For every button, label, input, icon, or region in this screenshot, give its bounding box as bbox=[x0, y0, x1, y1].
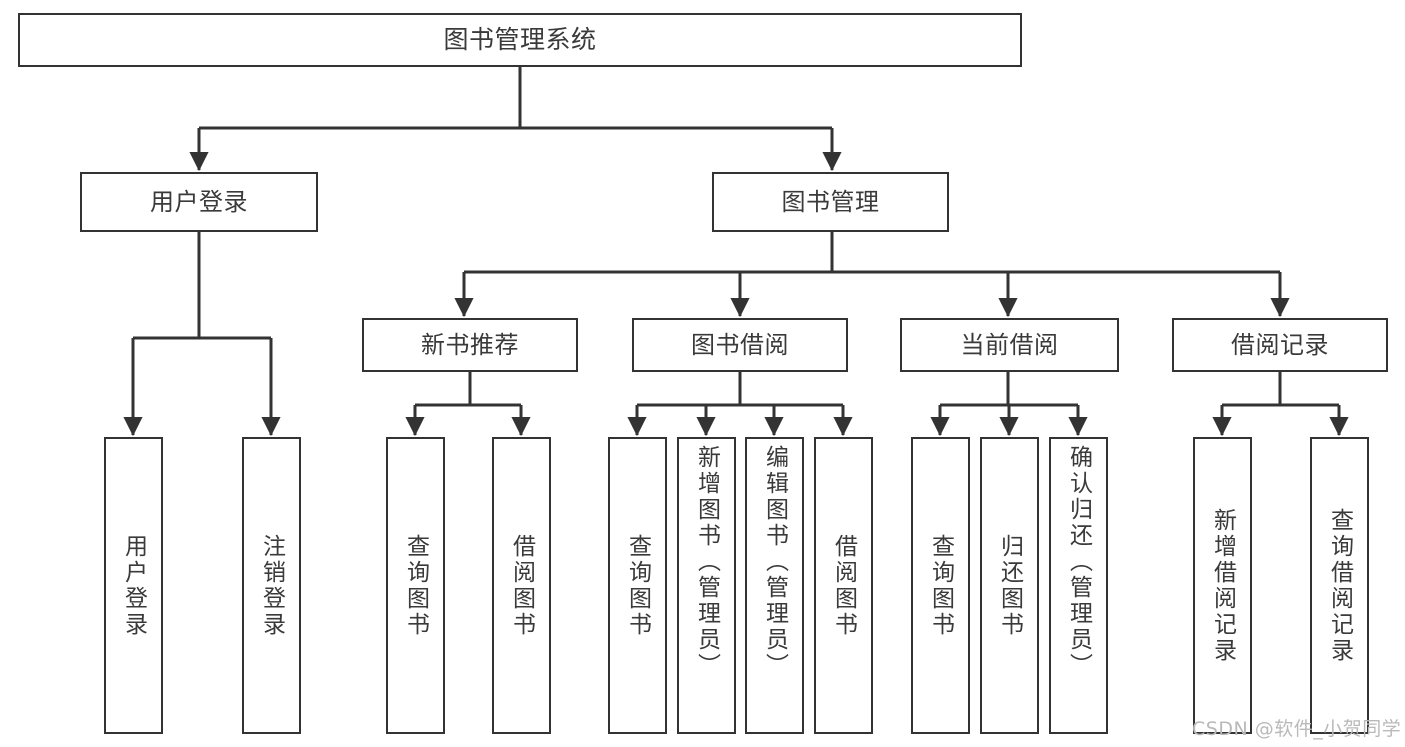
node-leaf-edit-book-label: 编辑图书（管理员） bbox=[761, 445, 788, 679]
node-leaf-query-book-1[interactable]: 查询图书 bbox=[386, 437, 445, 734]
node-leaf-query-record-label: 查询借阅记录 bbox=[1326, 507, 1353, 664]
node-user-login[interactable]: 用户登录 bbox=[80, 172, 318, 232]
node-leaf-add-book[interactable]: 新增图书（管理员） bbox=[677, 437, 736, 734]
edge-group-root bbox=[189, 67, 842, 172]
node-leaf-borrow-book-1-label: 借阅图书 bbox=[508, 533, 535, 638]
node-leaf-borrow-book-2[interactable]: 借阅图书 bbox=[814, 437, 873, 734]
node-current-borrow-label: 当前借阅 bbox=[960, 330, 1059, 359]
node-book-borrow[interactable]: 图书借阅 bbox=[632, 318, 848, 372]
node-new-book-rec[interactable]: 新书推荐 bbox=[362, 318, 578, 372]
node-leaf-logout-label: 注销登录 bbox=[258, 533, 285, 638]
node-borrow-record[interactable]: 借阅记录 bbox=[1172, 318, 1388, 372]
node-leaf-query-book-1-label: 查询图书 bbox=[402, 533, 429, 638]
node-leaf-confirm-return-label: 确认归还（管理员） bbox=[1065, 445, 1092, 679]
node-leaf-query-book-2-label: 查询图书 bbox=[624, 533, 651, 638]
node-book-manage[interactable]: 图书管理 bbox=[712, 172, 949, 232]
node-leaf-query-book-2[interactable]: 查询图书 bbox=[608, 437, 667, 734]
node-leaf-add-book-label: 新增图书（管理员） bbox=[693, 445, 720, 679]
node-leaf-confirm-return[interactable]: 确认归还（管理员） bbox=[1049, 437, 1108, 734]
node-user-login-label: 用户登录 bbox=[150, 187, 248, 216]
edge-group-user-login bbox=[123, 232, 281, 437]
node-borrow-record-label: 借阅记录 bbox=[1231, 330, 1329, 359]
node-leaf-query-book-3[interactable]: 查询图书 bbox=[911, 437, 970, 734]
node-current-borrow[interactable]: 当前借阅 bbox=[900, 318, 1119, 372]
node-leaf-borrow-book-1[interactable]: 借阅图书 bbox=[492, 437, 551, 734]
edge-group-new-book-rec bbox=[405, 372, 531, 437]
node-leaf-borrow-book-2-label: 借阅图书 bbox=[830, 533, 857, 638]
node-book-manage-label: 图书管理 bbox=[781, 187, 880, 216]
node-leaf-query-record[interactable]: 查询借阅记录 bbox=[1310, 437, 1369, 734]
node-leaf-add-record-label: 新增借阅记录 bbox=[1209, 507, 1236, 664]
node-book-borrow-label: 图书借阅 bbox=[691, 330, 789, 359]
node-leaf-add-record[interactable]: 新增借阅记录 bbox=[1193, 437, 1252, 734]
csdn-watermark: CSDN @软件_小贺同学 bbox=[1192, 718, 1402, 740]
node-leaf-return-book[interactable]: 归还图书 bbox=[980, 437, 1039, 734]
node-root[interactable]: 图书管理系统 bbox=[18, 13, 1022, 67]
node-leaf-user-login-label: 用户登录 bbox=[120, 533, 147, 638]
edge-group-book-borrow bbox=[627, 372, 853, 437]
node-leaf-logout[interactable]: 注销登录 bbox=[242, 437, 301, 734]
node-leaf-user-login[interactable]: 用户登录 bbox=[104, 437, 163, 734]
edge-group-book-manage bbox=[454, 232, 1290, 318]
node-new-book-rec-label: 新书推荐 bbox=[421, 330, 519, 359]
node-root-label: 图书管理系统 bbox=[443, 25, 597, 55]
edge-group-current-borrow bbox=[930, 372, 1088, 437]
node-leaf-query-book-3-label: 查询图书 bbox=[927, 533, 954, 638]
edge-group-borrow-record bbox=[1212, 372, 1349, 437]
node-leaf-return-book-label: 归还图书 bbox=[996, 533, 1023, 638]
node-leaf-edit-book[interactable]: 编辑图书（管理员） bbox=[745, 437, 804, 734]
